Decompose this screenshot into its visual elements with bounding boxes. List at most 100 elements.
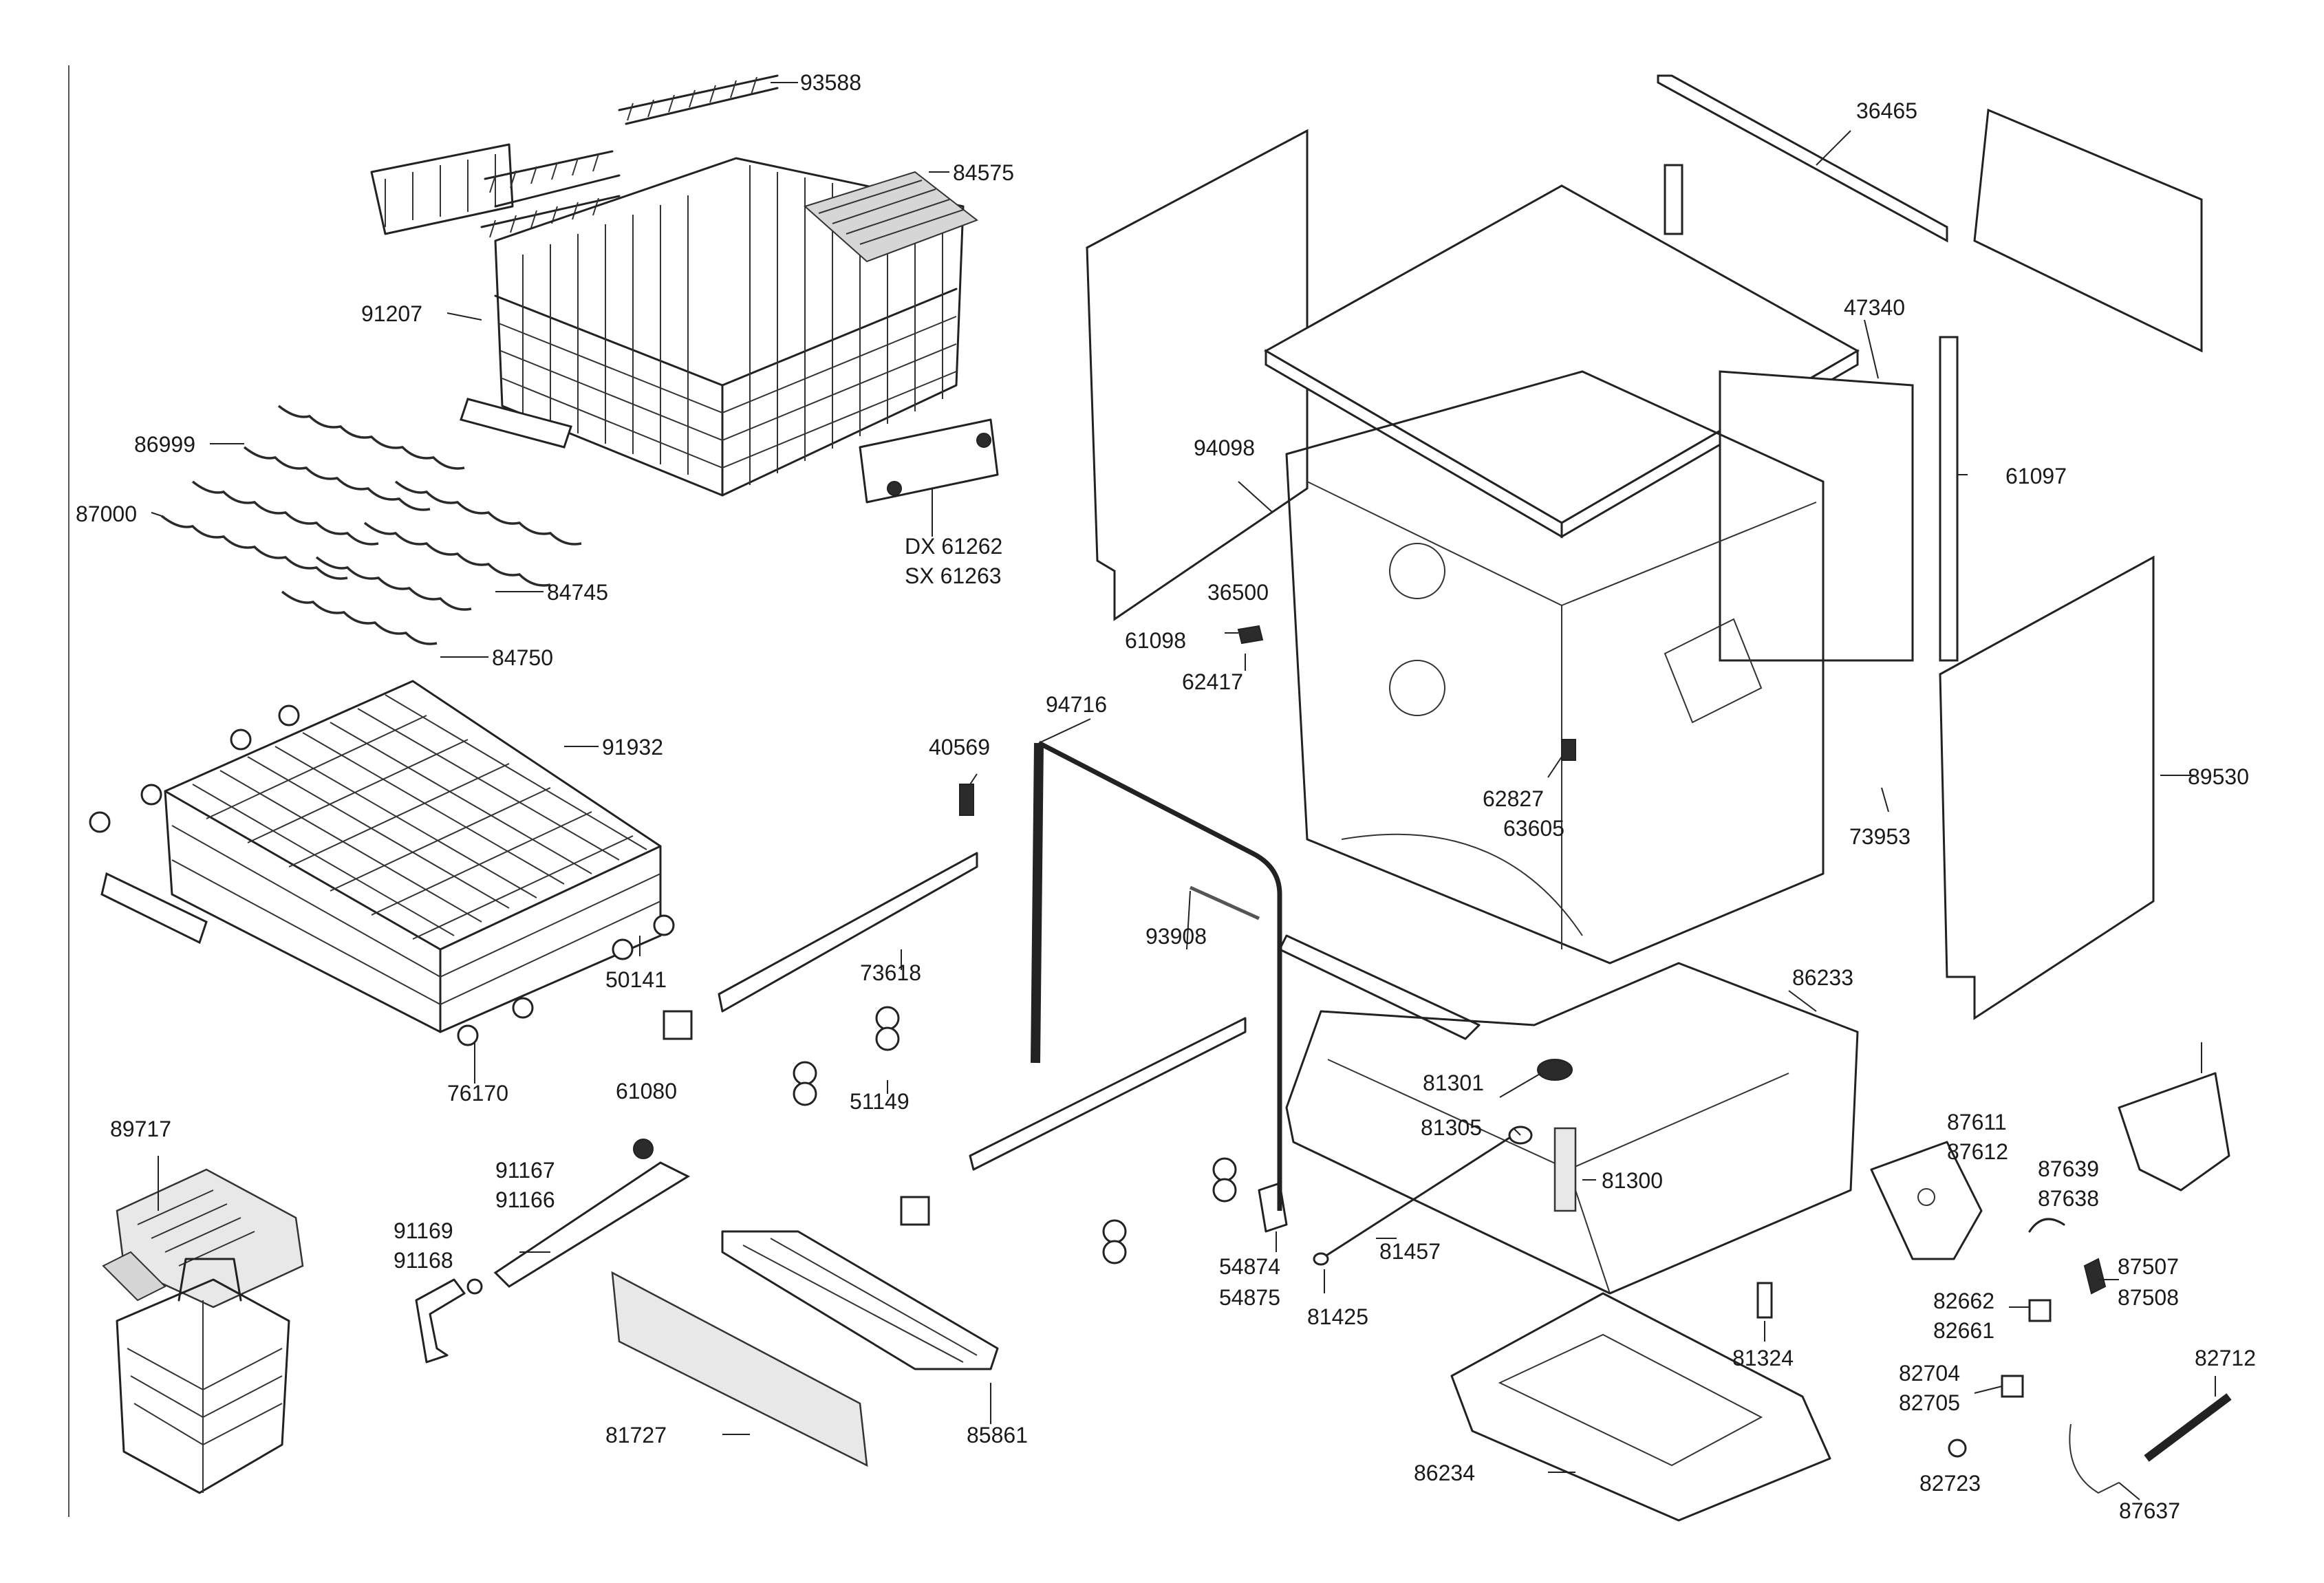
basket-wheels — [89, 704, 675, 1046]
label-73618: 73618 — [860, 960, 921, 985]
label-93588: 93588 — [800, 70, 861, 95]
label-51149: 51149 — [850, 1089, 910, 1114]
label-91167: 91167 — [495, 1158, 555, 1183]
tine-row-86999 — [277, 405, 465, 470]
label-91168: 91168 — [394, 1248, 453, 1273]
cutlery-clip — [102, 1251, 166, 1302]
label-85861: 85861 — [967, 1423, 1028, 1447]
part-85861 — [721, 1230, 999, 1370]
label-62417: 62417 — [1182, 669, 1243, 694]
label-87508: 87508 — [2118, 1285, 2179, 1310]
tub-group — [1086, 74, 2203, 1020]
leader-lines — [151, 82, 2216, 1500]
label-sx-61263: SX 61263 — [905, 563, 1002, 588]
part-82723 — [1948, 1439, 1967, 1458]
back-panel — [1719, 370, 1914, 662]
part-61097 — [1939, 336, 1959, 662]
tine-row-84750b — [281, 590, 438, 645]
part-61080 — [633, 1139, 654, 1159]
label-61098: 61098 — [1125, 628, 1186, 653]
label-76170: 76170 — [447, 1081, 508, 1106]
label-dx-61262: DX 61262 — [905, 534, 1002, 559]
label-82661: 82661 — [1933, 1318, 1994, 1343]
tine-row-87000b — [160, 515, 348, 580]
right-side-panel — [1939, 555, 2155, 1020]
label-84575: 84575 — [953, 160, 1014, 185]
part-labels: 93588 84575 91207 86999 87000 84745 8475… — [76, 70, 2256, 1523]
label-40569: 40569 — [929, 735, 990, 760]
door-gasket — [1037, 740, 1282, 1211]
part-81425 — [1313, 1252, 1329, 1266]
label-87507: 87507 — [2118, 1254, 2179, 1279]
part-36500 — [1237, 625, 1264, 645]
cutlery-basket-handle — [177, 1258, 242, 1302]
label-87637: 87637 — [2119, 1498, 2180, 1523]
part-87611 — [1870, 1141, 1983, 1260]
label-61097: 61097 — [2005, 464, 2067, 488]
part-87507 — [2083, 1258, 2107, 1295]
label-87639: 87639 — [2038, 1156, 2099, 1181]
door-parts-group — [415, 740, 1288, 1467]
label-81425: 81425 — [1307, 1304, 1368, 1329]
label-50141: 50141 — [605, 967, 667, 992]
part-87637 — [2069, 1423, 2120, 1494]
tine-row-84745 — [394, 480, 582, 546]
cup-shelf-left — [370, 143, 514, 235]
label-84750: 84750 — [492, 645, 553, 670]
part-87639 — [2028, 1218, 2065, 1233]
tine-row-87000 — [191, 480, 379, 546]
label-91166: 91166 — [495, 1187, 555, 1212]
cutlery-basket-group — [102, 1168, 304, 1494]
part-93908 — [1189, 885, 1260, 920]
rear-cover — [1973, 108, 2203, 353]
label-54874: 54874 — [1219, 1254, 1280, 1279]
label-36465: 36465 — [1856, 98, 1917, 123]
part-63605 — [1561, 739, 1576, 761]
label-86999: 86999 — [134, 432, 195, 457]
upper-basket-handle — [460, 398, 572, 449]
label-81301: 81301 — [1423, 1070, 1484, 1095]
base-frame — [1285, 962, 1859, 1295]
label-93908: 93908 — [1145, 924, 1207, 949]
label-84745: 84745 — [547, 580, 608, 605]
cutlery-basket-body — [116, 1278, 290, 1494]
left-side-panel — [1086, 129, 1309, 621]
label-86233: 86233 — [1792, 965, 1853, 990]
base-group — [1278, 934, 1859, 1522]
part-54874 — [1258, 1182, 1288, 1233]
part-51149 — [793, 1006, 1237, 1264]
part-36465 — [1657, 74, 1948, 243]
upper-basket-group — [160, 74, 999, 645]
label-63605: 63605 — [1503, 816, 1564, 841]
label-94716: 94716 — [1046, 692, 1107, 717]
part-81301 — [1537, 1059, 1573, 1081]
part-81457 — [1320, 1134, 1515, 1260]
label-82705: 82705 — [1899, 1390, 1960, 1415]
label-81305: 81305 — [1421, 1115, 1482, 1140]
door-clip — [900, 1196, 930, 1226]
basket-adjuster — [859, 418, 999, 504]
base-cover — [1450, 1292, 1831, 1522]
label-87638: 87638 — [2038, 1186, 2099, 1211]
door-runner — [969, 1017, 1247, 1171]
label-82723: 82723 — [1919, 1471, 1981, 1496]
part-82704 — [2001, 1375, 2024, 1398]
part-81727 — [611, 1271, 868, 1467]
label-89717: 89717 — [110, 1117, 171, 1141]
label-82662: 82662 — [1933, 1289, 1994, 1313]
label-81324: 81324 — [1732, 1346, 1794, 1370]
label-91207: 91207 — [361, 301, 422, 326]
tine-strips-top — [480, 74, 779, 228]
lower-basket-group — [89, 680, 675, 1046]
label-86234: 86234 — [1414, 1461, 1475, 1485]
label-94098: 94098 — [1194, 435, 1255, 460]
label-91169: 91169 — [394, 1218, 453, 1243]
label-89530: 89530 — [2188, 764, 2249, 789]
part-82662 — [2028, 1299, 2052, 1322]
label-87611: 87611 — [1947, 1110, 2007, 1134]
label-81300: 81300 — [1602, 1168, 1663, 1193]
base-runner — [1278, 934, 1481, 1040]
label-73953: 73953 — [1849, 824, 1911, 849]
